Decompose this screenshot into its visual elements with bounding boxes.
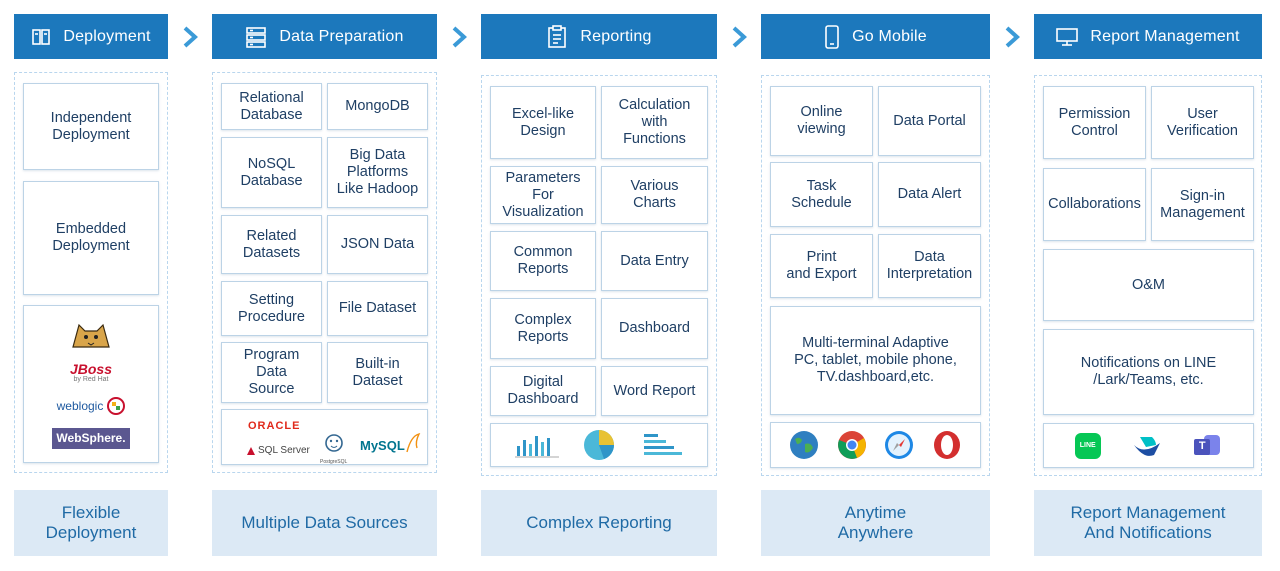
feature-box: Task Schedule <box>770 162 873 227</box>
feature-box: Setting Procedure <box>221 281 322 336</box>
sqlserver-logo: SQL Server <box>246 442 310 459</box>
logo-box <box>490 423 708 467</box>
feature-box: Built-in Dataset <box>327 342 428 403</box>
feature-box: Embedded Deployment <box>23 181 159 295</box>
logo-box: JBoss by Red Hat weblogic WebSphere. <box>23 305 159 463</box>
chrome-icon <box>837 431 866 459</box>
mysql-logo: MySQL <box>360 432 421 454</box>
feature-box: MongoDB <box>327 83 428 130</box>
header-label: Deployment <box>63 27 151 45</box>
header-data-preparation: Data Preparation <box>212 14 437 59</box>
feature-box: User Verification <box>1151 86 1254 159</box>
weblogic-logo: weblogic <box>57 397 126 415</box>
footer-deployment: Flexible Deployment <box>14 490 168 556</box>
feature-box: Dashboard <box>601 298 708 359</box>
feature-box: Data Interpretation <box>878 234 981 298</box>
feature-box: Complex Reports <box>490 298 596 359</box>
feature-box: Collaborations <box>1043 168 1146 241</box>
websphere-logo: WebSphere. <box>52 428 130 449</box>
mobile-icon <box>825 24 839 49</box>
globe-browser-icon <box>789 431 818 459</box>
feature-box: Independent Deployment <box>23 83 159 170</box>
safari-icon <box>885 431 914 459</box>
oracle-logo: ORACLE <box>248 420 301 432</box>
chevron-right-icon <box>731 26 747 53</box>
opera-icon <box>934 431 961 459</box>
feature-box: Various Charts <box>601 166 708 224</box>
feature-box: Related Datasets <box>221 215 322 274</box>
tomcat-logo <box>69 319 113 349</box>
feature-box-wide: O&M <box>1043 249 1254 321</box>
header-go-mobile: Go Mobile <box>761 14 990 59</box>
lark-icon <box>1133 436 1160 456</box>
clipboard-icon <box>548 24 567 48</box>
feature-box: Data Entry <box>601 231 708 291</box>
line-icon: LINE <box>1074 432 1101 459</box>
feature-box: File Dataset <box>327 281 428 336</box>
feature-box: Parameters For Visualization <box>490 166 596 224</box>
logo-box: LINE T <box>1043 423 1254 468</box>
feature-box: Sign-in Management <box>1151 168 1254 241</box>
header-report-management: Report Management <box>1034 14 1262 59</box>
header-label: Report Management <box>1090 27 1240 45</box>
feature-box: JSON Data <box>327 215 428 274</box>
logo-box <box>770 422 981 468</box>
feature-box: NoSQL Database <box>221 137 322 208</box>
chevron-right-icon <box>1004 26 1020 53</box>
logo-box: ORACLE SQL Server PostgreSQL MySQL <box>221 409 428 465</box>
feature-box: Word Report <box>601 366 708 416</box>
bar-chart-icon <box>514 436 559 458</box>
footer-data-preparation: Multiple Data Sources <box>212 490 437 556</box>
feature-box: Digital Dashboard <box>490 366 596 416</box>
chevron-right-icon <box>182 26 198 53</box>
jboss-logo: JBoss by Red Hat <box>69 361 113 383</box>
feature-box: Calculation with Functions <box>601 86 708 159</box>
header-deployment: Deployment <box>14 14 168 59</box>
feature-box: Big Data Platforms Like Hadoop <box>327 137 428 208</box>
feature-box: Print and Export <box>770 234 873 298</box>
feature-box: Data Alert <box>878 162 981 227</box>
footer-reporting: Complex Reporting <box>481 490 717 556</box>
feature-box-wide: Notifications on LINE /Lark/Teams, etc. <box>1043 329 1254 415</box>
monitor-icon <box>1056 27 1079 46</box>
teams-icon: T <box>1192 433 1222 459</box>
footer-report-management: Report Management And Notifications <box>1034 490 1262 556</box>
database-icon <box>246 26 267 48</box>
feature-box: Program Data Source <box>221 342 322 403</box>
header-label: Data Preparation <box>279 27 404 45</box>
chevron-right-icon <box>451 26 467 53</box>
pie-chart-icon <box>584 430 614 460</box>
feature-box: Common Reports <box>490 231 596 291</box>
feature-box: Permission Control <box>1043 86 1146 159</box>
feature-box-wide: Multi-terminal Adaptive PC, tablet, mobi… <box>770 306 981 415</box>
postgresql-logo: PostgreSQL <box>320 434 347 471</box>
feature-box: Data Portal <box>878 86 981 156</box>
server-icon <box>32 28 51 45</box>
header-reporting: Reporting <box>481 14 717 59</box>
footer-go-mobile: Anytime Anywhere <box>761 490 990 556</box>
feature-box: Relational Database <box>221 83 322 130</box>
header-label: Go Mobile <box>852 27 927 45</box>
feature-box: Excel-like Design <box>490 86 596 159</box>
horizontal-bar-icon <box>643 434 682 455</box>
header-label: Reporting <box>580 27 652 45</box>
feature-box: Online viewing <box>770 86 873 156</box>
